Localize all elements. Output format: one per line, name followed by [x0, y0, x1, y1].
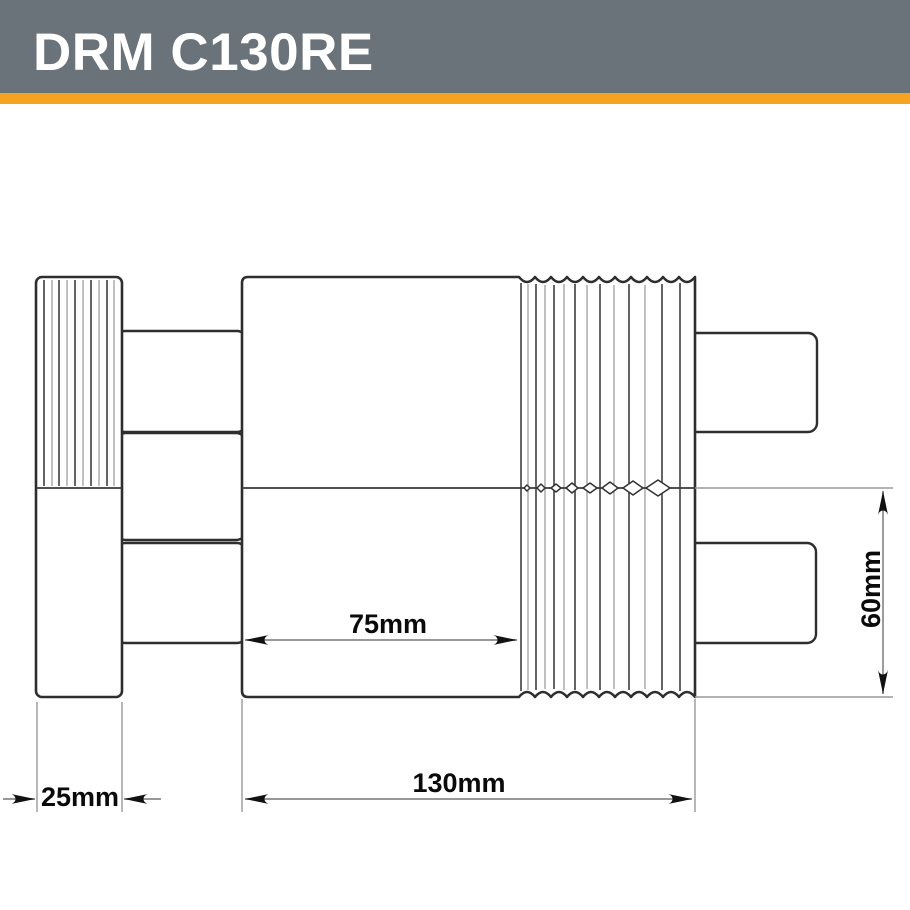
- dimension-label-25mm: 25mm: [41, 782, 119, 812]
- dimension-label-75mm: 75mm: [349, 609, 427, 639]
- dimension-25mm: 25mm: [3, 782, 161, 812]
- top-shaft-stub: [686, 331, 819, 434]
- gear-knurl-lines: [43, 280, 115, 486]
- bottom-roller-neck: [114, 541, 248, 645]
- header-accent-bar: [0, 93, 910, 104]
- header-banner: [0, 0, 910, 93]
- center-spacer-band: [114, 431, 248, 542]
- dimension-label-60mm: 60mm: [856, 550, 886, 628]
- dimension-75mm: 75mm: [245, 609, 517, 645]
- dimension-label-130mm: 130mm: [412, 768, 505, 798]
- bottom-shaft-stub: [686, 541, 818, 645]
- gear-block: [34, 275, 124, 699]
- knurl-mesh-diamonds: [523, 479, 671, 497]
- top-roller-neck: [114, 329, 248, 434]
- dimension-60mm: 60mm: [856, 491, 888, 694]
- page-title: DRM C130RE: [33, 23, 374, 82]
- dimension-130mm: 130mm: [245, 768, 692, 804]
- roller-body: [240, 275, 697, 699]
- extension-lines: [36, 696, 893, 812]
